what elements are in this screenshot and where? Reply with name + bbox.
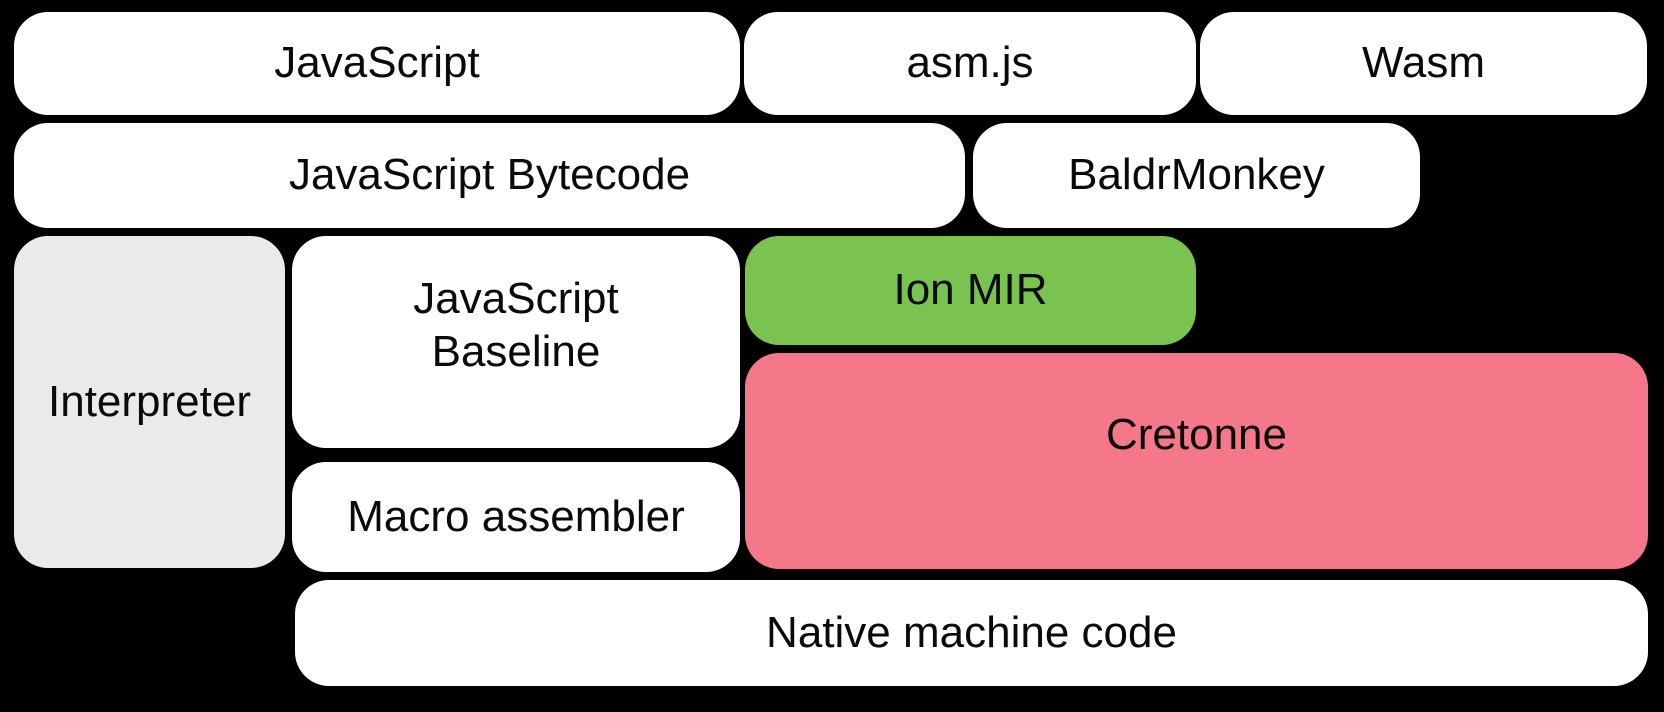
block-javascript-baseline: JavaScript Baseline (292, 236, 740, 448)
block-native-machine-code: Native machine code (295, 580, 1648, 686)
block-ion-mir: Ion MIR (745, 236, 1196, 345)
block-interpreter: Interpreter (14, 236, 285, 568)
block-asm-js: asm.js (744, 12, 1196, 115)
block-wasm: Wasm (1200, 12, 1647, 115)
block-macro-assembler: Macro assembler (292, 462, 740, 572)
block-javascript: JavaScript (14, 12, 740, 115)
block-baldrmonkey: BaldrMonkey (973, 123, 1420, 228)
block-javascript-bytecode: JavaScript Bytecode (14, 123, 965, 228)
block-cretonne: Cretonne (745, 353, 1648, 569)
